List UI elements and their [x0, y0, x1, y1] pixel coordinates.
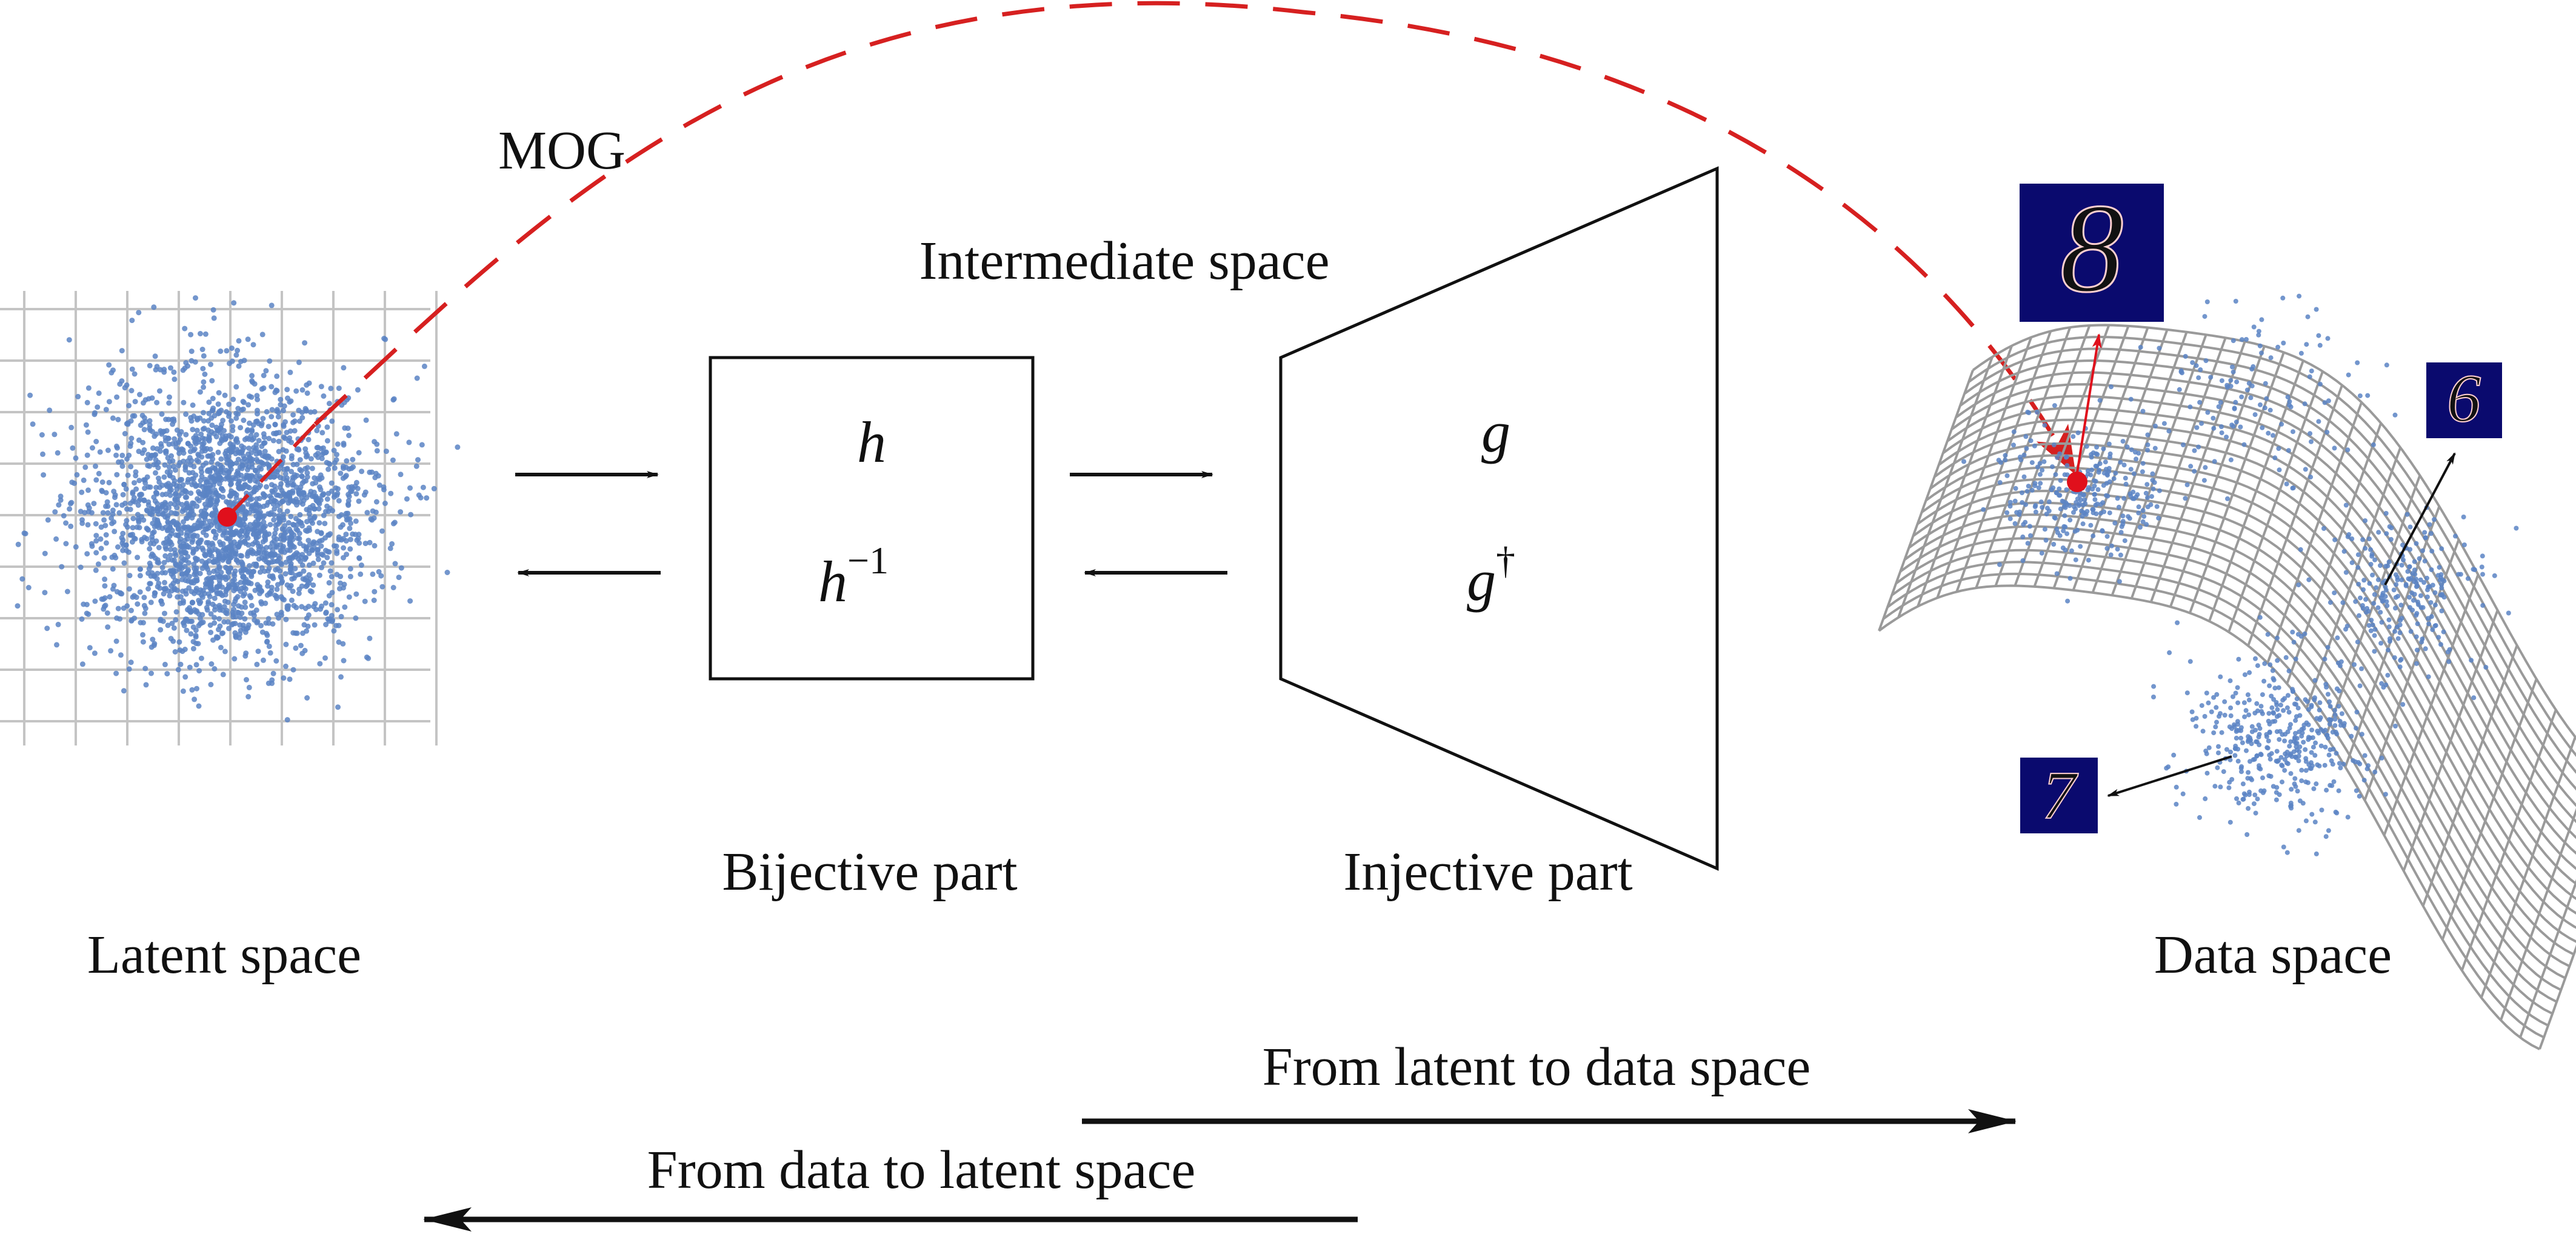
digit-six: 6	[2447, 361, 2481, 436]
latent-to-data-label: From latent to data space	[1263, 1037, 1811, 1097]
latent-scatter-points	[15, 295, 461, 723]
bijective-block	[709, 356, 1035, 681]
intermediate-space-label: Intermediate space	[919, 231, 1329, 291]
mog-dashed-arc	[313, 1, 2076, 475]
h-inverse-symbol: h−1	[818, 539, 889, 614]
digit-eight-thumbnail: 8	[2020, 178, 2164, 322]
latent-to-arc-link	[225, 422, 317, 519]
digit-eight: 8	[2060, 178, 2124, 319]
pointer-to-digit-six	[2384, 452, 2456, 585]
g-symbol: g	[1481, 399, 1510, 464]
data-space-label: Data space	[2154, 925, 2392, 985]
digit-six-thumbnail: 6	[2426, 361, 2502, 438]
pointer-to-digit-seven	[2107, 755, 2232, 797]
data-highlight-point	[2067, 472, 2087, 492]
data-to-latent-label: From data to latent space	[647, 1140, 1196, 1200]
mog-label: MOG	[498, 121, 626, 181]
pointer-to-digit-eight	[2076, 333, 2102, 473]
manifold-mesh	[1878, 324, 2576, 1050]
injective-block	[1279, 166, 1719, 871]
latent-space-label: Latent space	[87, 925, 361, 985]
latent-space-panel	[0, 291, 461, 745]
data-manifold	[1878, 293, 2576, 1050]
injective-part-label: Injective part	[1343, 842, 1632, 902]
digit-seven: 7	[2042, 758, 2078, 833]
bijective-part-label: Bijective part	[722, 842, 1017, 902]
g-dagger-symbol: g†	[1467, 539, 1515, 613]
manifold-scatter-points	[1961, 293, 2519, 856]
h-symbol: h	[857, 410, 886, 475]
latent-highlight-point	[218, 507, 237, 527]
digit-seven-thumbnail: 7	[2020, 758, 2098, 834]
